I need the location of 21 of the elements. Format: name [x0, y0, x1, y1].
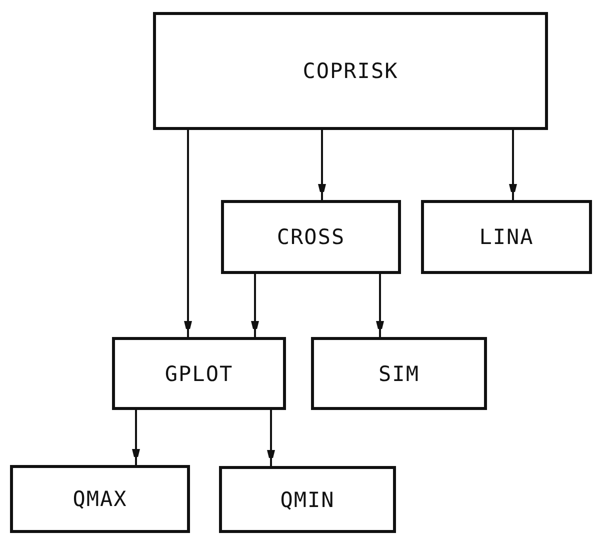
arrow	[509, 130, 517, 200]
arrow	[132, 410, 140, 465]
module-box	[10, 465, 190, 533]
arrow	[318, 130, 326, 200]
module-name: QMIN	[280, 488, 335, 512]
module-name: GPLOT	[164, 362, 234, 386]
module-box	[219, 466, 396, 533]
module-box	[153, 12, 548, 130]
module-name: COPRISK	[302, 59, 398, 83]
module-name: QMAX	[72, 487, 128, 511]
arrow	[267, 410, 275, 466]
module-name: CROSS	[276, 225, 346, 249]
module-box	[221, 200, 401, 274]
arrow	[251, 274, 259, 337]
arrow	[184, 130, 192, 337]
module-box	[112, 337, 286, 410]
module-name: LINA	[479, 225, 534, 249]
module-name: SIM	[378, 362, 420, 386]
module-box	[421, 200, 592, 274]
module-box	[311, 337, 487, 410]
arrow	[376, 274, 384, 337]
